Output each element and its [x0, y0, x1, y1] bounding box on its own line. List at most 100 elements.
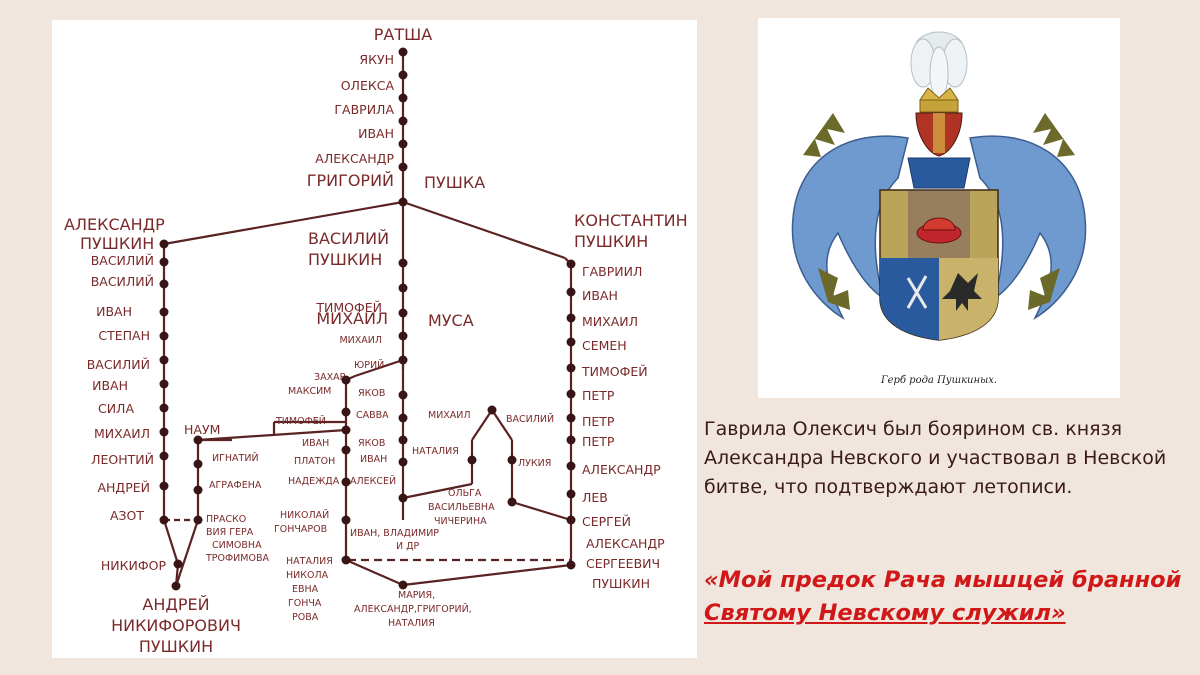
node-timofey2: ТИМОФЕЙ	[275, 415, 326, 427]
tree-labels: РАТША ЯКУН ОЛЕКСА ГАВРИЛА ИВАН АЛЕКСАНДР…	[64, 25, 688, 656]
node-natalia-5: РОВА	[292, 612, 319, 623]
node-maria-2: АЛЕКСАНДР,ГРИГОРИЙ,	[354, 603, 472, 615]
pushkin-coat-of-arms-image	[791, 31, 1087, 341]
node-k-mikhail: МИХАИЛ	[582, 314, 638, 329]
node-as-pushkin: АЛЕКСАНДР	[586, 536, 665, 551]
node-c-mikhail-small: МИХАИЛ	[339, 335, 382, 346]
node-olga: ОЛЬГА	[448, 488, 482, 499]
description-text: Гаврила Олексич был боярином св. князя А…	[704, 418, 1167, 498]
node-l-vasiliy2: ВАСИЛИЙ	[91, 274, 154, 289]
quote-line-2: Святому Невскому служил»	[704, 600, 1066, 626]
node-platon: ПЛАТОН	[294, 456, 335, 467]
node-l-azot: АЗОТ	[110, 508, 144, 523]
genealogy-tree-diagram: РАТША ЯКУН ОЛЕКСА ГАВРИЛА ИВАН АЛЕКСАНДР…	[64, 25, 688, 656]
node-vasiliy-pushkin: ВАСИЛИЙ	[308, 229, 389, 248]
node-as-pushkin-3: ПУШКИН	[592, 576, 650, 591]
node-ignatiy: ИГНАТИЙ	[212, 452, 259, 464]
node-yakov1: ЯКОВ	[358, 388, 385, 399]
node-praskoviya-4: ТРОФИМОВА	[205, 553, 269, 564]
node-l-vasiliy1: ВАСИЛИЙ	[91, 253, 154, 268]
node-l-stepan: СТЕПАН	[98, 328, 150, 343]
node-yuriy: ЮРИЙ	[354, 359, 384, 371]
node-natalia-2: НИКОЛА	[286, 570, 329, 581]
node-ivan-vladimir: ИВАН, ВЛАДИМИР	[350, 528, 439, 539]
node-vasiliy-pushkin-surname: ПУШКИН	[308, 250, 382, 269]
node-olga-2: ВАСИЛЬЕВНА	[428, 502, 495, 513]
node-ivan-vladimir-2: И ДР	[396, 541, 420, 552]
node-konstantin-pushkin-surname: ПУШКИН	[574, 232, 648, 251]
node-natalia: НАТАЛИЯ	[286, 556, 333, 567]
plume-icon	[910, 31, 968, 100]
node-konstantin-pushkin: КОНСТАНТИН	[574, 211, 688, 230]
node-natalia-4: ГОНЧА	[288, 598, 322, 609]
node-savva: САВВА	[356, 410, 389, 421]
node-nadezhda: НАДЕЖДА	[288, 476, 340, 487]
node-praskoviya: ПРАСКО	[206, 514, 246, 525]
node-grigoriy: ГРИГОРИЙ	[307, 171, 394, 190]
node-yakun: ЯКУН	[359, 52, 394, 67]
node-k-timofey: ТИМОФЕЙ	[581, 364, 648, 379]
node-praskoviya-3: СИМОВНА	[212, 540, 262, 551]
node-oleksa: ОЛЕКСА	[341, 78, 395, 93]
node-c-mikhail: МИХАИЛ	[316, 309, 388, 328]
node-ratsha: РАТША	[374, 25, 432, 44]
node-pushka: ПУШКА	[424, 173, 485, 192]
mantling-icon	[791, 113, 1087, 320]
node-l-vasiliy3: ВАСИЛИЙ	[87, 357, 150, 372]
crown-icon	[919, 87, 959, 113]
node-andrey-nikiforovich-surname: ПУШКИН	[139, 637, 213, 656]
node-aleksandr-top: АЛЕКСАНДР	[315, 151, 394, 166]
node-l-andrey: АНДРЕЙ	[97, 480, 150, 495]
node-k-lev: ЛЕВ	[582, 490, 608, 505]
shield-icon	[879, 189, 999, 341]
node-nikolay: НИКОЛАЙ	[280, 509, 329, 521]
node-nikolay-2: ГОНЧАРОВ	[274, 524, 327, 535]
node-k-petr1: ПЕТР	[582, 388, 615, 403]
node-k-semen: СЕМЕН	[582, 338, 627, 353]
node-l-sila: СИЛА	[98, 401, 134, 416]
node-zakhar: ЗАХАР	[314, 372, 346, 383]
coat-of-arms-caption: Герб рода Пушкиных.	[880, 375, 998, 386]
tree-node-dots	[159, 47, 576, 591]
node-k-ivan: ИВАН	[582, 288, 618, 303]
node-k-petr2: ПЕТР	[582, 414, 615, 429]
node-aleksandr-pushkin-surname: ПУШКИН	[80, 234, 154, 253]
node-l-nikifor: НИКИФОР	[101, 558, 167, 573]
node-andrey-nikiforovich-patronymic: НИКИФОРОВИЧ	[111, 616, 241, 635]
node-k-sergey: СЕРГЕЙ	[582, 514, 631, 529]
node-andrey-nikiforovich: АНДРЕЙ	[142, 595, 209, 614]
coat-of-arms-panel: Герб рода Пушкиных.	[758, 18, 1120, 398]
helmet-icon	[907, 112, 971, 189]
node-naum: НАУМ	[184, 422, 220, 437]
node-praskoviya-2: ВИЯ ГЕРА	[206, 527, 254, 538]
node-r-mikhail: МИХАИЛ	[428, 410, 471, 421]
node-as-pushkin-2: СЕРГЕЕВИЧ	[586, 556, 660, 571]
node-l-mikhail: МИХАИЛ	[94, 426, 150, 441]
genealogy-tree-panel: РАТША ЯКУН ОЛЕКСА ГАВРИЛА ИВАН АЛЕКСАНДР…	[52, 20, 697, 658]
node-olga-3: ЧИЧЕРИНА	[434, 516, 487, 527]
node-aleksandr-pushkin: АЛЕКСАНДР	[64, 215, 165, 234]
node-r-lukiya: ЛУКИЯ	[518, 458, 551, 469]
node-ivan-m: ИВАН	[302, 438, 329, 449]
node-l-leontiy: ЛЕОНТИЙ	[91, 452, 154, 467]
node-aleksey: АЛЕКСЕЙ	[350, 475, 396, 487]
node-gavrila: ГАВРИЛА	[334, 102, 394, 117]
node-zakhar-2: МАКСИМ	[288, 386, 331, 397]
node-agrafena: АГРАФЕНА	[209, 480, 262, 491]
node-maria: МАРИЯ,	[398, 590, 435, 601]
node-yakov2: ЯКОВ	[358, 438, 385, 449]
node-musa: МУСА	[428, 311, 474, 330]
node-ivan-m2: ИВАН	[360, 454, 387, 465]
node-l-ivan2: ИВАН	[92, 378, 128, 393]
node-r-vasiliy: ВАСИЛИЙ	[506, 413, 554, 425]
node-c-timofey: ТИМОФЕЙ	[315, 300, 382, 315]
node-l-ivan: ИВАН	[96, 304, 132, 319]
node-k-aleksandr: АЛЕКСАНДР	[582, 462, 661, 477]
node-natalia-3: ЕВНА	[292, 584, 319, 595]
node-r-natalia: НАТАЛИЯ	[412, 446, 459, 457]
quote-line-1: «Мой предок Рача мышцей бранной	[704, 567, 1182, 593]
node-k-petr3: ПЕТР	[582, 434, 615, 449]
node-ivan-top: ИВАН	[358, 126, 394, 141]
pushkin-quote: «Мой предок Рача мышцей бранной Святому …	[704, 564, 1194, 630]
node-k-gavriil: ГАВРИИЛ	[582, 264, 642, 279]
